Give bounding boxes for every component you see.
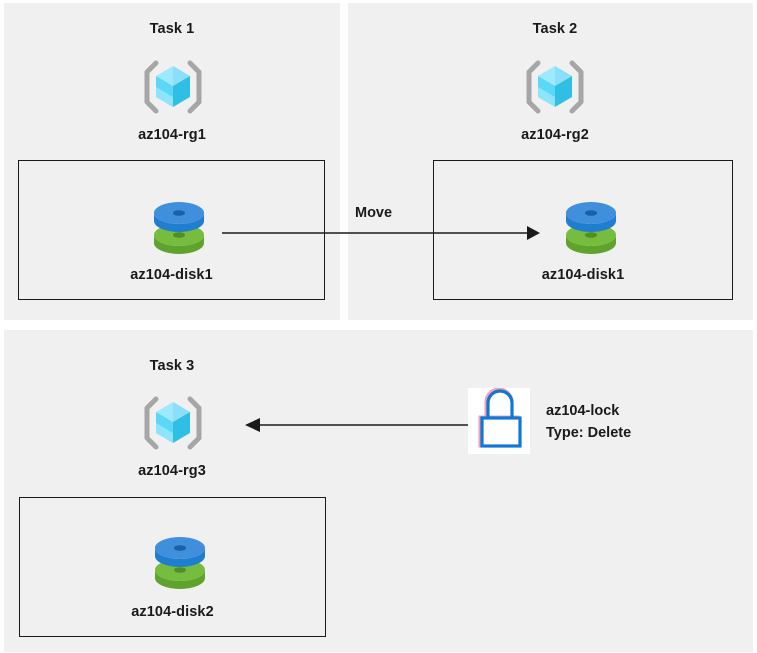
lock-apply-arrow: [245, 418, 473, 432]
resource-box-3: az104-disk2: [19, 497, 326, 637]
task-panel-1: Task 1 az104-rg1: [4, 3, 340, 320]
resource-group-cube-icon: [524, 56, 586, 123]
managed-disk-icon: [148, 201, 210, 268]
lock-icon: [478, 387, 522, 448]
lock-icon-tile: [468, 387, 530, 454]
resource-1-label: az104-disk1: [130, 267, 213, 283]
resource-group-1-label: az104-rg1: [138, 127, 206, 143]
managed-disk-icon: [149, 536, 211, 603]
resource-2-label: az104-disk1: [541, 267, 625, 283]
task-2-title: Task 2: [532, 21, 578, 37]
managed-disk-icon: [560, 201, 622, 268]
lock-name: az104-lock: [546, 403, 620, 419]
task-3-title: Task 3: [149, 358, 195, 374]
resource-group-3-label: az104-rg3: [138, 463, 206, 479]
move-arrow-label: Move: [355, 205, 393, 221]
task-panel-3: Task 3 az104-rg3: [4, 330, 753, 652]
resource-box-2: az104-disk1: [433, 160, 733, 300]
resource-box-1: az104-disk1: [18, 160, 325, 300]
lock-info: az104-lock Type: Delete: [546, 400, 631, 444]
resource-group-2-label: az104-rg2: [521, 127, 589, 143]
resource-group-cube-icon: [142, 56, 204, 123]
lock-type: Type: Delete: [546, 425, 632, 441]
move-arrow: [222, 226, 540, 240]
task-1-title: Task 1: [149, 21, 195, 37]
resource-3-label: az104-disk2: [131, 604, 214, 620]
resource-group-cube-icon: [142, 392, 204, 459]
task-panel-2: Task 2 az104-rg2: [348, 3, 753, 320]
